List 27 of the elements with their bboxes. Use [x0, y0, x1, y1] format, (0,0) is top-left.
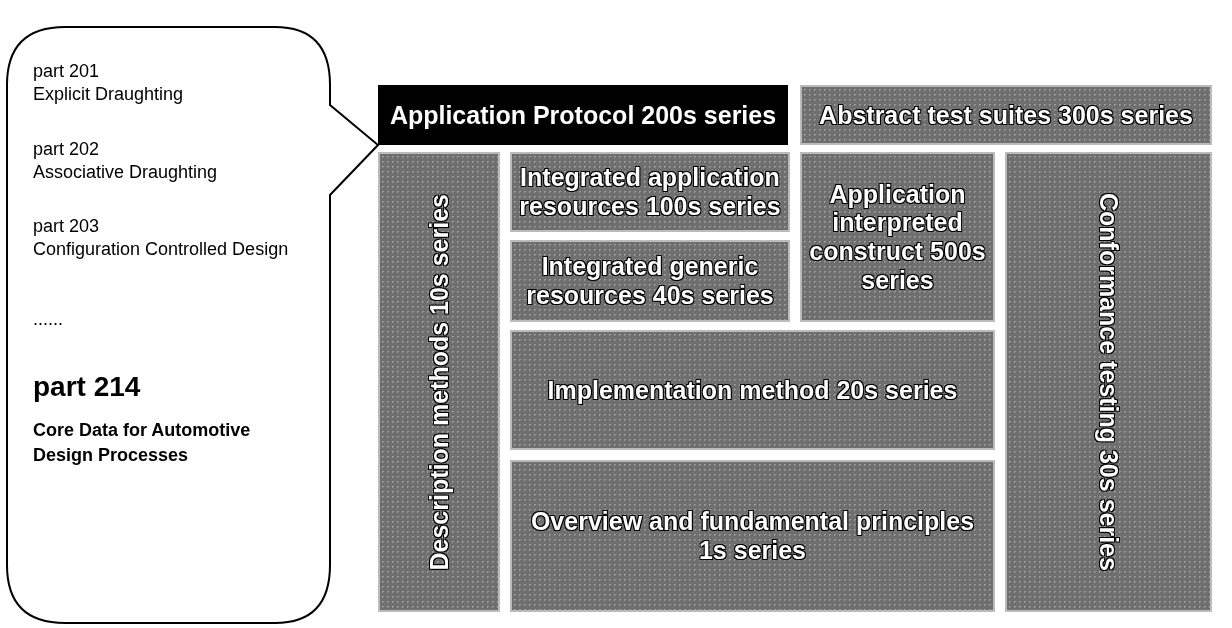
series-block — [510, 330, 995, 450]
part-number: part 201 — [33, 60, 101, 83]
series-block — [510, 240, 790, 322]
part-number: part 203 — [33, 215, 101, 238]
series-block — [378, 85, 788, 145]
block-label: Application Protocol 200s series — [388, 99, 778, 131]
series-block — [1005, 152, 1212, 612]
block-label: Description methods 10s series — [423, 192, 454, 573]
block-label: Application interpreted construct 500s series — [808, 178, 987, 296]
series-block — [800, 85, 1212, 145]
part-title: Explicit Draughting — [33, 83, 185, 106]
series-block — [378, 152, 500, 612]
part-number: part 214 — [33, 370, 142, 404]
block-label: Conformance testing 30s series — [1093, 192, 1124, 573]
ellipsis: ...... — [33, 308, 64, 331]
block-label: Abstract test suites 300s series — [818, 99, 1194, 131]
block-label: Integrated application resources 100s series — [518, 162, 782, 222]
part-title: Core Data for Automotive Design Processes — [33, 419, 252, 467]
part-title: Associative Draughting — [33, 161, 219, 184]
series-block — [510, 460, 995, 612]
series-block — [510, 152, 790, 232]
block-label: Integrated generic resources 40s series — [525, 251, 775, 311]
block-label: Overview and fundamental principles 1s series — [529, 506, 976, 566]
series-block — [800, 152, 995, 322]
block-label: Implementation method 20s series — [546, 374, 959, 406]
part-title: Configuration Controlled Design — [33, 238, 290, 261]
part-number: part 202 — [33, 138, 101, 161]
